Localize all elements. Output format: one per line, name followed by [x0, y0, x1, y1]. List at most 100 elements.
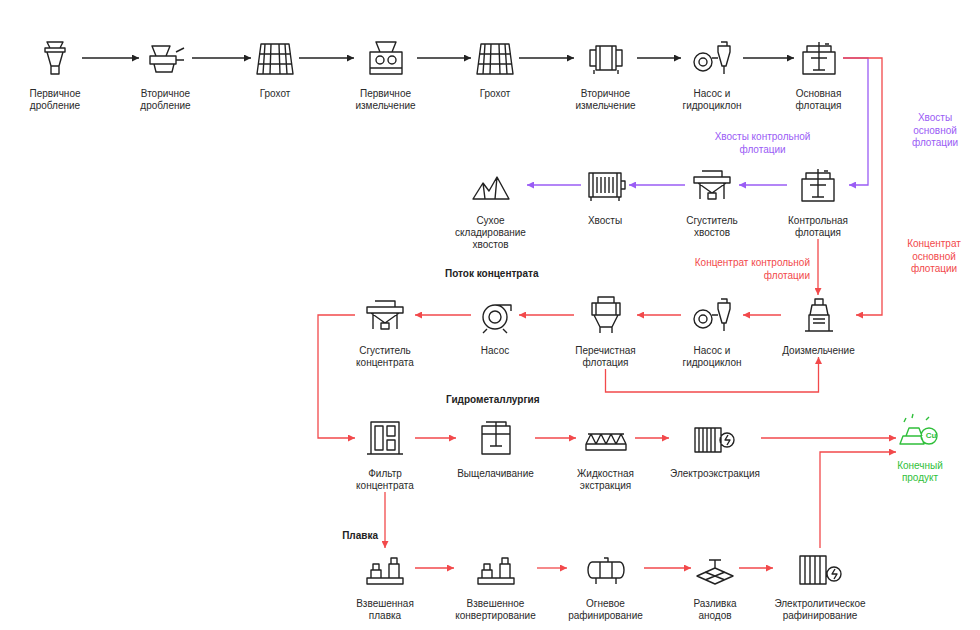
flow-label: Хвосты контрольной флотации: [700, 131, 825, 156]
flow-arrow: [637, 314, 681, 315]
flow-label: Концентрат контрольной флотации: [680, 257, 810, 282]
process-step: Сгуститель концентрата: [355, 295, 415, 369]
step-label: Контрольная флотация: [787, 215, 849, 239]
step-label: Электроэкстракция: [669, 468, 761, 480]
process-step: Сгуститель хвостов: [685, 165, 739, 239]
process-step: Огневое рафинирование: [567, 548, 644, 622]
flow-arrow: [537, 567, 567, 568]
process-step: Первичное дробление: [28, 38, 82, 112]
process-step: Первичное измельчение: [354, 38, 417, 112]
process-step: Насос и гидроциклон: [681, 38, 743, 112]
step-label: Огневое рафинирование: [567, 598, 644, 622]
equipment-icon: [361, 418, 409, 458]
flow-arrow: [192, 57, 251, 58]
flow-arrow: [415, 314, 471, 315]
step-label: Сгуститель хвостов: [685, 215, 739, 239]
flow-arrow: [535, 437, 576, 438]
process-step: Выщелачивание: [456, 418, 535, 480]
step-label: Фильтр концентрата: [355, 468, 415, 492]
step-label: Вторичное измельчение: [574, 88, 637, 112]
step-label: Взвешенное конвертирование: [454, 598, 537, 622]
section-heading: Плавка: [328, 530, 378, 542]
equipment-icon: [688, 295, 736, 335]
flow-arrow: [82, 57, 139, 58]
flow-arrow: [843, 58, 868, 185]
flow-arrow: [635, 437, 669, 438]
process-step: Вторичное измельчение: [574, 38, 637, 112]
equipment-icon: [472, 548, 520, 588]
process-step: Хвосты: [581, 165, 629, 227]
step-label: Насос и гидроциклон: [681, 345, 743, 369]
section-heading: Поток концентрата: [445, 268, 555, 280]
equipment-icon: [472, 418, 520, 458]
step-label: Конечный продукт: [896, 460, 944, 484]
section-heading: Гидрометаллургия: [446, 394, 556, 406]
flow-arrow: [415, 437, 456, 438]
equipment-icon: [796, 548, 844, 588]
step-label: Перечистная флотация: [574, 345, 637, 369]
step-label: Грохот: [479, 88, 512, 100]
equipment-icon: [361, 295, 409, 335]
flow-arrow: [817, 239, 818, 295]
process-step: Насос: [471, 295, 519, 357]
step-label: Вторичное дробление: [139, 88, 192, 112]
process-step: Сухое складирование хвостов: [454, 165, 527, 251]
equipment-icon: [582, 38, 630, 78]
flow-arrow: [743, 57, 794, 58]
process-step: Жидкостная экстракция: [576, 418, 635, 492]
equipment-icon: [142, 38, 190, 78]
process-step: Разливка анодов: [691, 548, 739, 622]
flow-arrow: [417, 57, 471, 58]
process-step: Электролитическое рафинирование: [773, 548, 867, 622]
flow-arrow: [739, 184, 787, 185]
flow-arrow: [629, 184, 685, 185]
step-label: Взвешенная плавка: [355, 598, 415, 622]
step-label: Жидкостная экстракция: [576, 468, 635, 492]
equipment-icon: [582, 418, 630, 458]
equipment-icon: [467, 165, 515, 205]
process-step: Электроэкстракция: [669, 418, 761, 480]
flow-arrow: [761, 437, 896, 438]
equipment-icon: [582, 295, 630, 335]
flow-arrow: [318, 315, 355, 438]
process-step: Доизмельчение: [781, 295, 856, 357]
flow-arrow: [644, 567, 691, 568]
equipment-icon: [471, 295, 519, 335]
process-step: Насос и гидроциклон: [681, 295, 743, 369]
process-step: Основная флотация: [794, 38, 843, 112]
process-step: Контрольная флотация: [787, 165, 849, 239]
step-label: Сгуститель концентрата: [355, 345, 415, 369]
equipment-icon: [688, 165, 736, 205]
equipment-icon: [471, 38, 519, 78]
step-label: Сухое складирование хвостов: [454, 215, 527, 251]
step-label: Хвосты: [587, 215, 624, 227]
flow-label: Хвосты основной флотации: [895, 112, 975, 150]
equipment-icon: [795, 38, 843, 78]
equipment-icon: [691, 418, 739, 458]
step-label: Выщелачивание: [456, 468, 535, 480]
process-step: Перечистная флотация: [574, 295, 637, 369]
step-label: Грохот: [259, 88, 292, 100]
equipment-icon: [251, 38, 299, 78]
flow-arrow: [527, 184, 581, 185]
equipment-icon: [31, 38, 79, 78]
step-label: Насос и гидроциклон: [681, 88, 743, 112]
step-label: Насос: [480, 345, 511, 357]
equipment-icon: [896, 410, 944, 450]
equipment-icon: [361, 548, 409, 588]
process-step: Грохот: [471, 38, 519, 100]
flow-arrow: [843, 58, 882, 315]
process-step: Взвешенное конвертирование: [454, 548, 537, 622]
step-label: Электролитическое рафинирование: [773, 598, 867, 622]
process-step: Фильтр концентрата: [355, 418, 415, 492]
equipment-icon: [691, 548, 739, 588]
element-symbol: Cu: [923, 429, 939, 443]
step-label: Первичное дробление: [28, 88, 82, 112]
flow-arrow: [637, 57, 681, 58]
step-label: Основная флотация: [794, 88, 843, 112]
flow-arrow: [820, 452, 896, 548]
flow-label: Концентрат основной флотации: [893, 238, 975, 276]
flow-arrow: [384, 492, 385, 548]
process-step: Конечный продукт: [896, 410, 944, 484]
equipment-icon: [362, 38, 410, 78]
